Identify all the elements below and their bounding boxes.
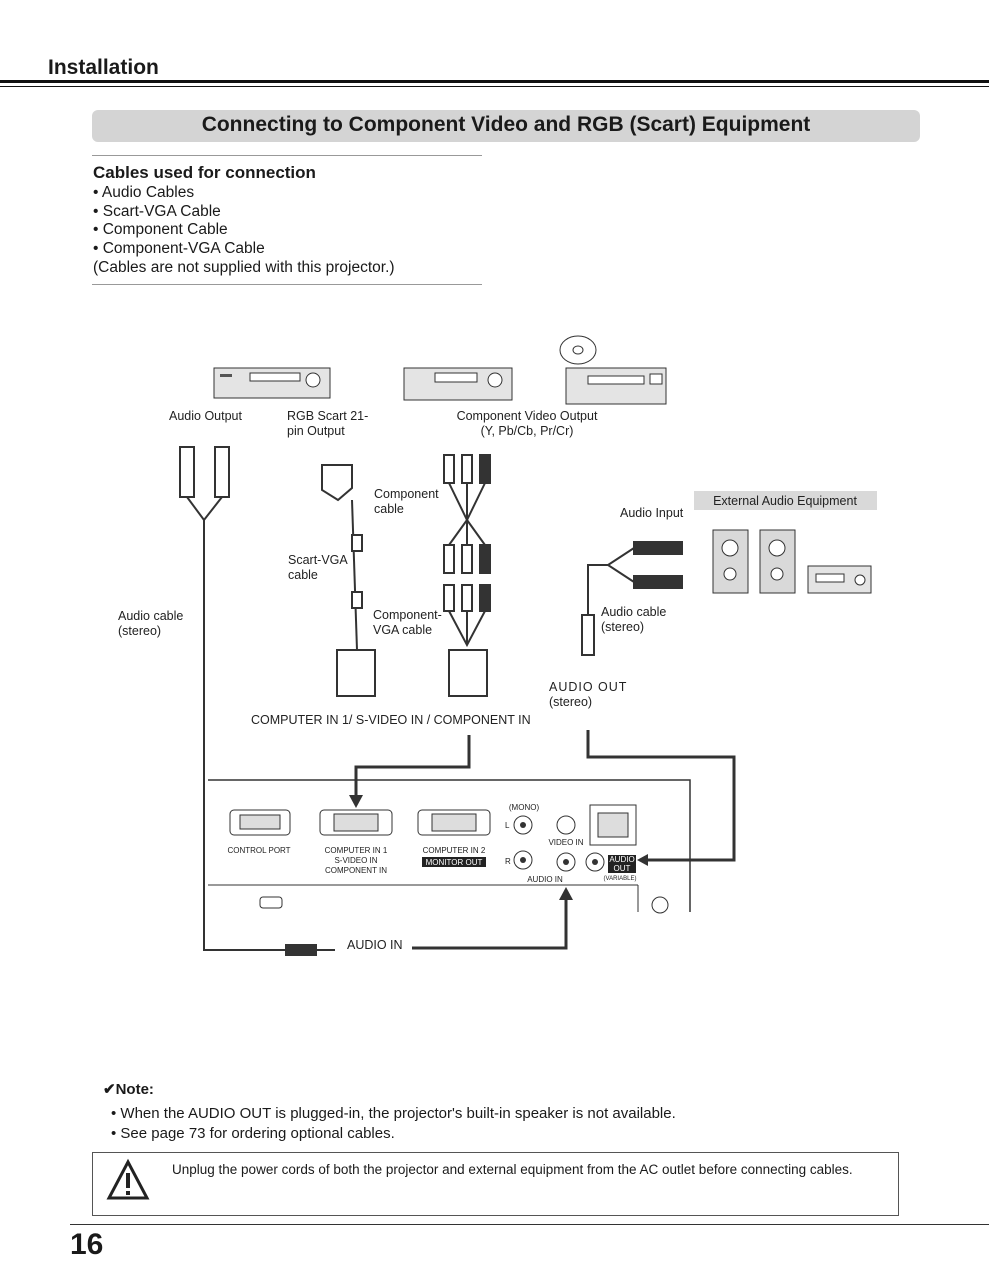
audio-rgb-device-icon <box>213 367 331 399</box>
external-audio-banner <box>694 491 877 510</box>
component-device-icon <box>403 367 513 401</box>
svg-text:COMPONENT IN: COMPONENT IN <box>325 866 387 875</box>
speaker-left-icon <box>712 529 749 594</box>
svg-text:VIDEO IN: VIDEO IN <box>548 838 583 847</box>
audio-out-label: AUDIO OUT <box>549 680 627 694</box>
svg-text:MONITOR OUT: MONITOR OUT <box>426 858 483 867</box>
rgb-scart-label: RGB Scart 21- <box>287 409 368 423</box>
page-number: 16 <box>70 1228 104 1261</box>
audio-cable-right-label: Audio cable <box>601 605 666 619</box>
panel-labels: CONTROL PORT COMPUTER IN 1 S-VIDEO IN CO… <box>227 803 636 884</box>
svg-text:COMPUTER IN 1: COMPUTER IN 1 <box>325 846 388 855</box>
section-title: Installation <box>48 56 159 79</box>
svg-text:S-VIDEO IN: S-VIDEO IN <box>334 856 377 865</box>
svg-text:R: R <box>505 857 511 866</box>
warning-box <box>92 1152 899 1216</box>
checkmark-icon: ✔ <box>103 1081 116 1098</box>
component-cable-label: Component <box>374 487 439 501</box>
computer-in-label: COMPUTER IN 1/ S-VIDEO IN / COMPONENT IN <box>251 713 531 727</box>
cables-rule-top <box>92 155 482 156</box>
svg-text:AUDIO: AUDIO <box>609 855 634 864</box>
arrow-heads <box>349 795 648 900</box>
speaker-right-icon <box>759 529 796 594</box>
footer-rule <box>70 1224 989 1225</box>
svg-text:CONTROL PORT: CONTROL PORT <box>227 846 290 855</box>
page-title: Connecting to Component Video and RGB (S… <box>201 113 811 136</box>
connection-arrows <box>354 730 736 950</box>
cable-item: • Component Cable <box>93 221 228 239</box>
header-rule <box>0 80 989 83</box>
connection-diagram: Audio Output RGB Scart 21- pin Output Co… <box>118 335 877 956</box>
scart-vga-label-2: cable <box>288 568 318 582</box>
audio-out-label-2: (stereo) <box>549 695 592 709</box>
cable-item: • Scart-VGA Cable <box>93 202 221 220</box>
cable-item: • Component-VGA Cable <box>93 240 265 258</box>
component-signals-label: (Y, Pb/Cb, Pr/Cr) <box>481 424 574 438</box>
note-title: ✔Note: <box>103 1080 154 1098</box>
left-audio-cable <box>179 446 285 951</box>
audio-output-label: Audio Output <box>169 409 242 423</box>
audio-in-label: AUDIO IN <box>347 938 403 952</box>
projector-panel <box>208 779 691 914</box>
component-video-output-label: Component Video Output <box>457 409 598 423</box>
header-rule-thin <box>0 86 989 87</box>
dvd-player-icon <box>565 367 667 405</box>
scart-vga-label: Scart-VGA <box>288 553 348 567</box>
scart-vga-cable <box>321 464 376 697</box>
cables-rule-bottom <box>92 284 482 285</box>
cables-footnote: (Cables are not supplied with this proje… <box>93 258 395 276</box>
cables-heading: Cables used for connection <box>93 163 316 182</box>
note-list: • When the AUDIO OUT is plugged-in, the … <box>111 1104 676 1144</box>
warning-text: Unplug the power cords of both the proje… <box>172 1162 853 1177</box>
svg-text:(MONO): (MONO) <box>509 803 540 812</box>
svg-text:(VARIABLE): (VARIABLE) <box>604 876 637 882</box>
right-audio-cable <box>581 541 683 656</box>
component-cable-label-2: cable <box>374 502 404 516</box>
warning-icon <box>106 1158 150 1200</box>
component-vga-label: Component- <box>373 608 442 622</box>
external-audio-label: External Audio Equipment <box>713 494 857 508</box>
note-item: • See page 73 for ordering optional cabl… <box>111 1125 395 1142</box>
audio-cable-left-label: Audio cable <box>118 609 183 623</box>
component-cable <box>443 454 491 697</box>
svg-text:AUDIO IN: AUDIO IN <box>527 875 563 884</box>
component-vga-label-2: VGA cable <box>373 623 432 637</box>
rgb-scart-label-2: pin Output <box>287 424 345 438</box>
svg-text:COMPUTER IN 2: COMPUTER IN 2 <box>423 846 486 855</box>
audio-cable-left-label-2: (stereo) <box>118 624 161 638</box>
cables-list: • Audio Cables • Scart-VGA Cable • Compo… <box>93 184 395 278</box>
cable-item: • Audio Cables <box>93 184 195 201</box>
audio-in-plug-icon <box>285 944 335 956</box>
svg-text:OUT: OUT <box>614 864 631 873</box>
audio-input-label: Audio Input <box>620 506 684 520</box>
note-title-text: Note: <box>115 1081 154 1098</box>
amplifier-icon <box>807 565 872 594</box>
title-banner <box>92 110 920 142</box>
svg-text:L: L <box>505 821 510 830</box>
audio-cable-right-label-2: (stereo) <box>601 620 644 634</box>
note-item: • When the AUDIO OUT is plugged-in, the … <box>111 1105 676 1122</box>
disc-icon <box>559 335 597 365</box>
